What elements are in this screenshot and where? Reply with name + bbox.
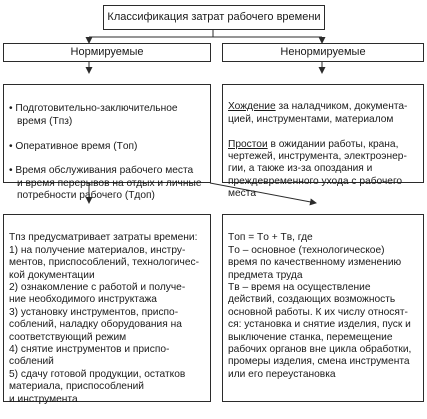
- downtime-keyword: Простои: [228, 138, 268, 150]
- prep-final-details-box: Tпз предусматривает затраты времени: 1) …: [3, 214, 211, 405]
- normed-items-box: • Подготовительно-заключительное время (…: [3, 84, 211, 201]
- normed-item-operative: • Оперативное время (Tоп): [9, 140, 138, 152]
- prep-final-details: Tпз предусматривает затраты времени: 1) …: [9, 232, 200, 405]
- operative-details: Tоп = Tо + Tв, где Tо – основное (технол…: [228, 232, 412, 380]
- title-box: Классификация затрат рабочего времени: [103, 5, 325, 30]
- unnormed-header-box: Ненормируемые: [222, 43, 424, 62]
- normed-item-service-breaks: • Время обслуживания рабочего места и вр…: [9, 165, 202, 202]
- walking-text: за наладчиком, документа- цией, инструме…: [228, 101, 408, 125]
- operative-details-box: Tоп = Tо + Tв, где Tо – основное (технол…: [222, 214, 424, 402]
- unnormed-items-box: Хождение за наладчиком, документа- цией,…: [222, 84, 424, 199]
- normed-header: Нормируемые: [70, 46, 144, 58]
- downtime-item: Простои в ожидании работы, крана, чертеж…: [228, 139, 419, 201]
- normed-item-prep-final: • Подготовительно-заключительное время (…: [9, 103, 178, 127]
- unnormed-header: Ненормируемые: [280, 46, 366, 58]
- walking-keyword: Хождение: [228, 101, 276, 113]
- diagram-title: Классификация затрат рабочего времени: [107, 11, 321, 23]
- walking-item: Хождение за наладчиком, документа- цией,…: [228, 101, 419, 126]
- connector-lines: [85, 30, 326, 206]
- normed-header-box: Нормируемые: [3, 43, 211, 62]
- downtime-text: в ожидании работы, крана, чертежей, инст…: [228, 138, 407, 200]
